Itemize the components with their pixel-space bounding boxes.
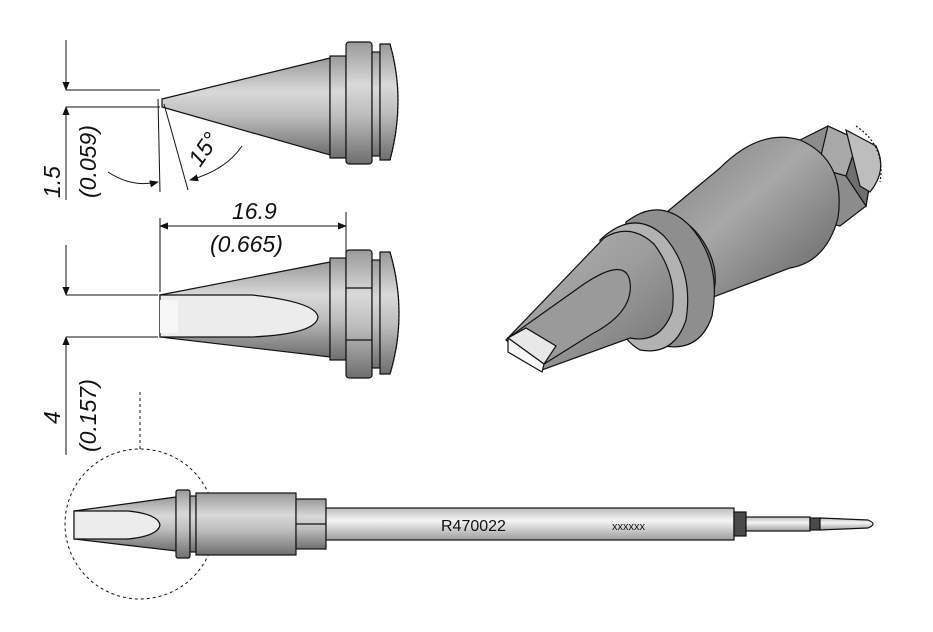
sensor-tip bbox=[819, 517, 874, 531]
collar-back bbox=[379, 43, 399, 161]
length-mm-label: 16.9 bbox=[232, 198, 277, 224]
shaft-band bbox=[733, 511, 747, 537]
length-inch-label: (0.665) bbox=[210, 231, 283, 257]
collar-front bbox=[329, 55, 347, 159]
angle-dimension bbox=[107, 98, 243, 193]
width-inch-label: (0.157) bbox=[75, 379, 101, 452]
plan-view-middle bbox=[159, 249, 400, 379]
blade-face bbox=[159, 294, 319, 338]
isometric-view bbox=[505, 125, 882, 373]
part-number: R470022 bbox=[441, 518, 506, 535]
width-mm-label: 4 bbox=[39, 411, 65, 424]
part-marking: xxxxxx bbox=[612, 521, 646, 533]
width-dimension bbox=[62, 245, 158, 455]
thin-shaft bbox=[745, 516, 811, 532]
tip-cone bbox=[161, 57, 331, 156]
collar-groove bbox=[371, 51, 381, 157]
angle-label: 15° bbox=[183, 127, 224, 170]
collar-ring-mid bbox=[345, 249, 373, 379]
shaft bbox=[325, 507, 735, 541]
bottom-body bbox=[195, 492, 297, 556]
collar-front-mid bbox=[329, 257, 347, 361]
break-line bbox=[389, 43, 399, 161]
thickness-mm-label: 1.5 bbox=[39, 166, 65, 198]
bottom-collar bbox=[175, 489, 191, 559]
thickness-dimension bbox=[62, 40, 160, 200]
collar-ring bbox=[345, 41, 373, 165]
collar-back-mid bbox=[379, 251, 400, 375]
full-length-view bbox=[64, 392, 874, 600]
thickness-inch-label: (0.059) bbox=[75, 125, 101, 198]
side-view-top bbox=[161, 41, 399, 165]
collar-groove-mid bbox=[371, 259, 381, 369]
blade-flat bbox=[160, 300, 178, 333]
length-dimension bbox=[159, 212, 347, 292]
thread-end bbox=[845, 128, 882, 193]
